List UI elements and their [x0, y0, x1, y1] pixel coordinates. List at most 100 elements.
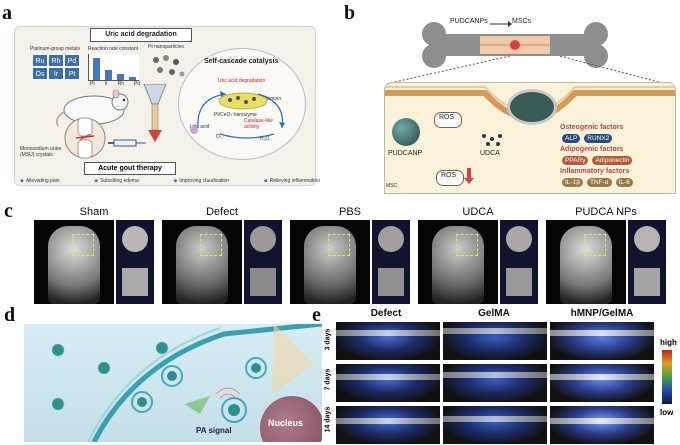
outcome-label: Improving claudication [179, 178, 230, 184]
bar-label-rh: Rh [117, 81, 124, 87]
group-label-sham: Sham [79, 206, 109, 218]
tnfa-badge: TNF-α [586, 178, 612, 187]
osteogenic-title: Osteogenic factors [560, 124, 624, 131]
tissue-band [336, 418, 440, 424]
micro-ct-image [34, 220, 114, 304]
panel-a: a Uric acid degradation Platinum-group m… [0, 0, 330, 200]
panel-e-letter: e [312, 304, 321, 326]
roi-box [584, 234, 606, 256]
uric-acid-label: Uric acid [190, 124, 210, 130]
outcomes-row: ◆Alleviating pain ◆Subsiding edema ◆Impr… [20, 178, 320, 184]
zoom-lines [385, 56, 667, 85]
tissue-band [443, 416, 547, 422]
ros-label-2: ROS [441, 172, 457, 179]
endosome [507, 89, 557, 125]
bar-label-ir: Ir [104, 81, 108, 87]
roi-zoom-image [244, 220, 282, 304]
adipogenic-title: Adipogenic factors [560, 146, 624, 153]
rate-bar-labels: Pt Ir Rh Pd [90, 81, 140, 87]
udca-particles-icon [482, 134, 502, 146]
roi-zoom-image [372, 220, 410, 304]
panel-e: e Defect GelMA hMNP/GelMA 3 days 7 days … [312, 304, 680, 445]
pa-image [336, 322, 440, 360]
nanozyme-cluster-icon [218, 92, 268, 110]
pa-illustration: Nucleus PA signal [24, 324, 322, 442]
roi-zoom-image [500, 220, 538, 304]
pt-np-label: Pt nanoparticles [148, 44, 184, 50]
panel-d: d Nucleus PA signal [0, 304, 326, 445]
outcome-item: ◆Improving claudication [173, 178, 229, 184]
row-label-7-days: 7 days [324, 368, 332, 391]
pa-image [443, 322, 547, 360]
osteogenic-row: ALP RUNX2 [562, 134, 613, 143]
metal-ru: Ru [32, 54, 48, 67]
mouse-icon [56, 89, 129, 127]
panel-a-letter: a [2, 2, 12, 24]
uric-acid-degradation-label: Uric acid degradation [218, 78, 266, 84]
bone-section [304, 226, 356, 304]
roi-top [250, 226, 276, 252]
roi-top [506, 226, 532, 252]
tissue-band [550, 374, 654, 380]
group-label-defect: Defect [206, 206, 238, 218]
roi-bottom [506, 268, 532, 296]
pudcanp-sphere [392, 118, 420, 146]
bone-section [432, 226, 484, 304]
column-label-defect: Defect [370, 308, 402, 319]
bullet-icon: ◆ [263, 178, 268, 184]
pa-image [336, 364, 440, 402]
bone-section [176, 226, 228, 304]
panel-b-letter: b [344, 2, 356, 24]
pa-image [550, 406, 654, 444]
group-label-udca: UDCA [462, 206, 494, 218]
row-label-3-days: 3 days [324, 328, 332, 351]
bullet-icon: ◆ [94, 178, 99, 184]
pudca-nps-label: PUDCANPs [450, 18, 488, 25]
metal-os: Os [32, 67, 48, 80]
msc-label: MSC [386, 183, 398, 189]
uric-acid-degradation-header: Uric acid degradation [90, 28, 192, 42]
ros-label-1: ROS [439, 114, 455, 121]
pa-image [443, 364, 547, 402]
metal-pt: Pt [64, 67, 80, 80]
roi-bottom [122, 268, 148, 296]
catalase-like-label: Catalase-like activity [244, 118, 273, 130]
roi-box [72, 234, 94, 256]
bone-section [560, 226, 612, 304]
roi-bottom [378, 268, 404, 296]
ros-bubble-2 [436, 170, 464, 186]
pa-image [550, 322, 654, 360]
acute-gout-therapy-label: Acute gout therapy [84, 162, 176, 175]
adipogenic-row: PPARγ Adiponectin [562, 156, 633, 165]
rate-bar [117, 74, 124, 80]
roi-box [200, 234, 222, 256]
color-scale-bar [662, 350, 672, 404]
roi-box [456, 234, 478, 256]
roi-zoom-image [628, 220, 666, 304]
micro-ct-image [418, 220, 498, 304]
scale-high-label: high [660, 338, 677, 347]
allantoin-label: Allantoin [262, 96, 282, 102]
bone-section [48, 226, 100, 304]
bullet-icon: ◆ [173, 178, 178, 184]
mscs-label: MSCs [512, 18, 532, 25]
rate-bar [105, 70, 112, 80]
tissue-band [336, 330, 440, 336]
o2-label: O₂ [216, 134, 222, 140]
knee-joint-icon [64, 117, 106, 159]
outcome-item: ◆Subsiding edema [94, 178, 139, 184]
outcome-item: ◆Relieving inflammation [264, 178, 320, 184]
pa-image [443, 406, 547, 444]
outcome-item: ◆Alleviating pain [20, 178, 60, 184]
bone-icon [422, 22, 608, 68]
metal-pd: Pd [64, 54, 80, 67]
pa-image [550, 364, 654, 402]
pa-image [336, 406, 440, 444]
pt-nanoparticles-icon [153, 55, 185, 77]
tissue-band [550, 418, 654, 424]
group-label-pbs: PBS [338, 206, 361, 218]
msc-cell [384, 82, 676, 194]
bar-label-pd: Pd [133, 81, 140, 87]
roi-top [634, 226, 660, 252]
syringe-icon [108, 139, 146, 147]
